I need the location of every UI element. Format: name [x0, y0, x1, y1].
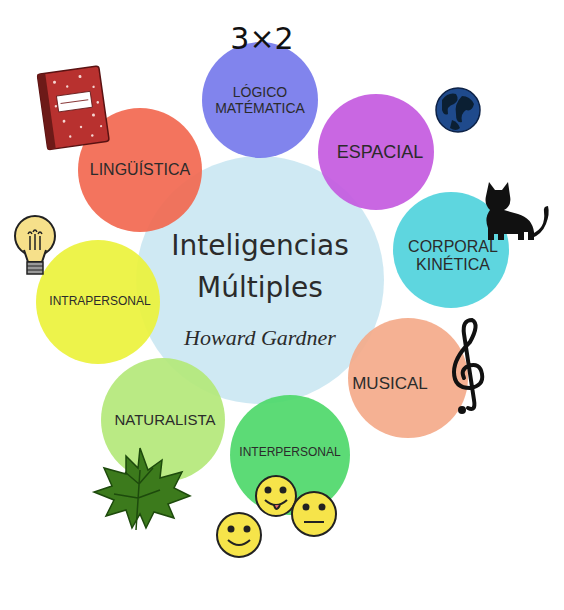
intelligence-circle: MUSICAL	[348, 318, 468, 438]
intelligence-label: INTERPERSONAL	[235, 446, 345, 460]
intelligence-label: LÓGICO MATÉMATICA	[207, 84, 314, 116]
intelligence-label: NATURALISTA	[108, 411, 222, 428]
intelligence-label: INTRAPERSONAL	[43, 295, 157, 309]
intelligence-circle: INTRAPERSONAL	[36, 240, 160, 364]
intelligence-label: CORPORAL KINÉTICA	[401, 238, 505, 275]
lightbulb-icon	[15, 216, 55, 274]
notebook-icon	[37, 66, 109, 150]
globe-icon	[436, 88, 480, 132]
author-name: Howard Gardner	[150, 325, 370, 350]
intelligence-label: MUSICAL	[340, 374, 440, 394]
intelligence-label: ESPACIAL	[327, 142, 434, 163]
intelligence-circle: NATURALISTA	[101, 358, 225, 482]
maple-leaf	[94, 448, 190, 530]
smiley-faces	[217, 476, 336, 557]
math-doodle: 3×2	[230, 21, 293, 56]
intelligence-circle: ESPACIAL	[318, 94, 434, 210]
main-title: Inteligencias Múltiples	[160, 225, 360, 309]
intelligence-circle: LÓGICO MATÉMATICA	[202, 42, 318, 158]
intelligence-label: LINGÜÍSTICA	[83, 161, 197, 179]
cat-silhouette	[486, 182, 549, 240]
treble-clef	[454, 320, 482, 414]
